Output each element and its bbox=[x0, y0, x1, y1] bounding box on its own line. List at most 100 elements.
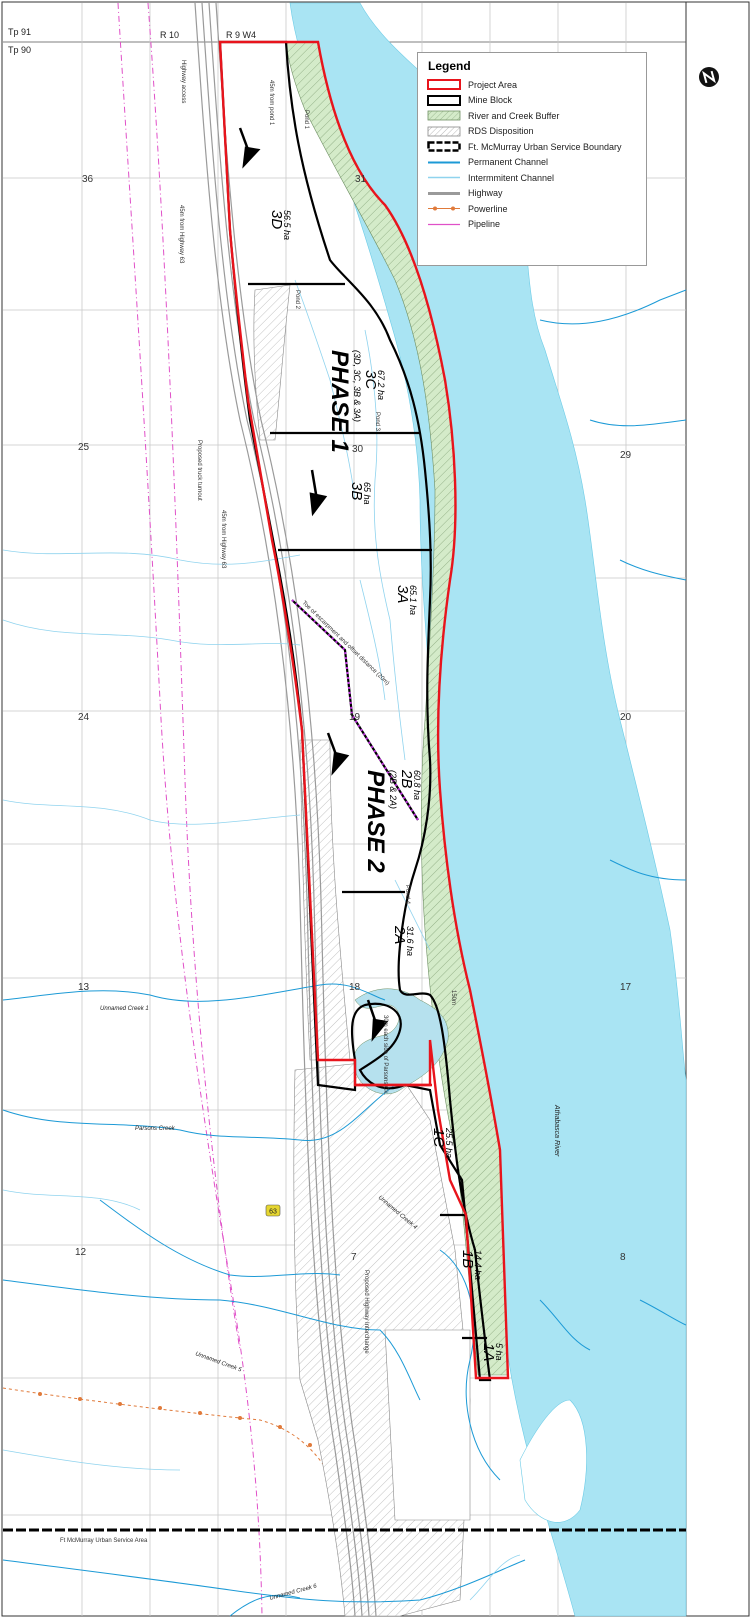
svg-text:1A: 1A bbox=[480, 1343, 497, 1361]
svg-text:1C: 1C bbox=[430, 1128, 447, 1147]
section-8: 8 bbox=[620, 1252, 626, 1263]
legend-label: Project Area bbox=[468, 79, 518, 90]
block-1b: 1B 14.4 ha bbox=[459, 1250, 483, 1280]
highway-shield-label: 63 bbox=[269, 1209, 277, 1216]
svg-text:5 ha: 5 ha bbox=[494, 1343, 504, 1361]
river-island bbox=[519, 1399, 587, 1523]
block-3a: 3A 65.1 ha bbox=[394, 585, 418, 615]
label-athabasca-river: Athabasca River bbox=[553, 1104, 560, 1157]
buffer-swatch-icon bbox=[426, 110, 462, 122]
svg-text:1B: 1B bbox=[459, 1250, 476, 1268]
svg-text:(3D, 3C, 3B & 3A): (3D, 3C, 3B & 3A) bbox=[352, 350, 362, 422]
legend-item-permanent-channel: Permanent Channel bbox=[426, 155, 638, 171]
mine-block-swatch-icon bbox=[426, 94, 462, 106]
block-2a: 2A 31.6 ha bbox=[391, 925, 415, 956]
range-label-10: R 10 bbox=[160, 30, 179, 40]
annotation-truck-turnout: Proposed truck turnout bbox=[196, 440, 202, 501]
powerline-swatch-icon bbox=[426, 203, 462, 215]
block-3c: 3C 67.2 ha bbox=[362, 370, 386, 400]
svg-text:14.4 ha: 14.4 ha bbox=[473, 1250, 483, 1280]
annotation-pond-3: Pond 3 bbox=[374, 412, 380, 432]
svg-text:60.8 ha: 60.8 ha bbox=[412, 770, 422, 800]
north-arrow-icon bbox=[698, 66, 720, 88]
section-20: 20 bbox=[620, 712, 632, 723]
legend-label: Ft. McMurray Urban Service Boundary bbox=[468, 141, 622, 152]
legend-item-buffer: River and Creek Buffer bbox=[426, 108, 638, 124]
svg-text:2A: 2A bbox=[391, 925, 408, 944]
block-3d: 3D 56.5 ha bbox=[268, 210, 292, 240]
block-3b: 3B 65 ha bbox=[348, 482, 372, 505]
section-24: 24 bbox=[78, 712, 90, 723]
rds-swatch-icon bbox=[426, 125, 462, 137]
athabasca-river bbox=[289, 2, 687, 1617]
svg-text:65 ha: 65 ha bbox=[362, 482, 372, 505]
svg-text:31.6 ha: 31.6 ha bbox=[405, 926, 415, 956]
powerline bbox=[2, 1387, 331, 1476]
legend-label: Highway bbox=[468, 188, 503, 199]
section-29: 29 bbox=[620, 450, 632, 461]
svg-text:25.5 ha: 25.5 ha bbox=[444, 1127, 454, 1158]
permanent-channel-swatch-icon bbox=[426, 156, 462, 168]
svg-text:56.5 ha: 56.5 ha bbox=[282, 210, 292, 240]
legend-label: River and Creek Buffer bbox=[468, 110, 560, 121]
legend-item-rds: RDS Disposition bbox=[426, 124, 638, 140]
legend-item-intermittent-channel: Intermmitent Channel bbox=[426, 170, 638, 186]
phase-1: PHASE 1 (3D, 3C, 3B & 3A) bbox=[326, 350, 362, 453]
label-unnamed-creek-1: Unnamed Creek 1 bbox=[100, 1006, 149, 1012]
svg-text:3C: 3C bbox=[362, 370, 379, 389]
section-7: 7 bbox=[351, 1252, 357, 1263]
annotation-offset-45m-1: 45m from Highway 63 bbox=[178, 205, 184, 264]
phase-2: PHASE 2 (2B & 2A) bbox=[362, 770, 398, 873]
annotation-urban-service: Ft McMurray Urban Service Area bbox=[60, 1538, 148, 1544]
mining-direction-arrows bbox=[238, 127, 389, 1042]
section-30: 30 bbox=[352, 444, 364, 455]
legend: Legend Project Area Mine Block River and… bbox=[417, 52, 647, 266]
legend-label: Permanent Channel bbox=[468, 157, 549, 168]
permanent-channels bbox=[2, 289, 687, 1617]
intermittent-channel-swatch-icon bbox=[426, 172, 462, 184]
legend-label: Intermmitent Channel bbox=[468, 172, 555, 183]
highway-shield-icon: 63 bbox=[265, 1204, 281, 1217]
annotation-pond-4: Pond 4 bbox=[404, 885, 410, 905]
legend-label: Mine Block bbox=[468, 95, 513, 106]
legend-title: Legend bbox=[428, 59, 471, 73]
svg-text:67.2 ha: 67.2 ha bbox=[376, 370, 386, 400]
svg-text:(2B & 2A): (2B & 2A) bbox=[388, 770, 398, 809]
project-area-boundary bbox=[218, 40, 510, 1380]
section-36: 36 bbox=[82, 174, 94, 185]
svg-text:3A: 3A bbox=[394, 585, 411, 603]
section-18: 18 bbox=[349, 982, 361, 993]
legend-label: RDS Disposition bbox=[468, 126, 534, 137]
legend-item-pipeline: Pipeline bbox=[426, 217, 638, 233]
svg-text:3D: 3D bbox=[268, 210, 285, 229]
block-1a: 1A 5 ha bbox=[480, 1343, 504, 1361]
creek-buffer bbox=[353, 988, 449, 1095]
highway-63 bbox=[194, 2, 377, 1617]
svg-text:65.1 ha: 65.1 ha bbox=[408, 585, 418, 615]
svg-text:2B: 2B bbox=[398, 769, 415, 788]
section-13: 13 bbox=[78, 982, 90, 993]
label-parsons-creek: Parsons Creek bbox=[135, 1126, 176, 1132]
pipelines bbox=[117, 2, 263, 1617]
legend-item-urban-boundary: Ft. McMurray Urban Service Boundary bbox=[426, 139, 638, 155]
legend-item-mine-block: Mine Block bbox=[426, 93, 638, 109]
section-12: 12 bbox=[75, 1247, 87, 1258]
project-area-swatch-icon bbox=[426, 79, 462, 91]
legend-label: Pipeline bbox=[468, 219, 501, 230]
section-25: 25 bbox=[78, 442, 90, 453]
svg-text:PHASE 2: PHASE 2 bbox=[362, 770, 389, 873]
urban-boundary-swatch-icon bbox=[426, 141, 462, 153]
annotation-pond-2: Pond 2 bbox=[294, 290, 300, 310]
section-31: 31 bbox=[355, 174, 367, 185]
svg-text:PHASE 1: PHASE 1 bbox=[326, 350, 353, 453]
legend-item-project-area: Project Area bbox=[426, 77, 638, 93]
annotation-interchange: Proposed Highway Interchange bbox=[363, 1270, 369, 1354]
range-label-9: R 9 W4 bbox=[226, 30, 256, 40]
svg-text:3B: 3B bbox=[348, 482, 365, 500]
township-label-91: Tp 91 bbox=[8, 27, 31, 37]
highway-swatch-icon bbox=[426, 187, 462, 199]
intermittent-channels bbox=[2, 279, 521, 1601]
annotation-highway-access: Highway access bbox=[180, 60, 186, 103]
annotation-offset-45m-2: 45m from Highway 63 bbox=[220, 510, 226, 569]
